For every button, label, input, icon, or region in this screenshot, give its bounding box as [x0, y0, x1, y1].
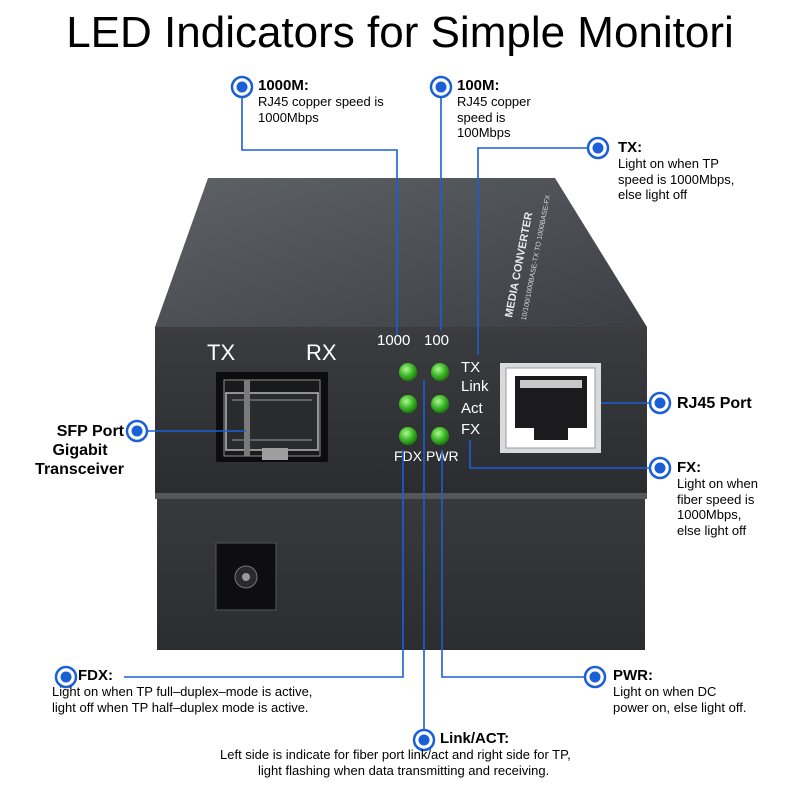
led-header-1000: 1000	[377, 332, 410, 349]
dc-power-jack	[215, 542, 277, 611]
sfp-port	[216, 372, 328, 462]
callout-100m-line: speed is	[457, 109, 506, 125]
callout-100m-line: RJ45 copper	[457, 94, 531, 109]
callout-fx-line: else light off	[677, 522, 747, 538]
led-group	[399, 363, 449, 445]
callout-100m: 100M: RJ45 copper speed is 100Mbps	[457, 78, 531, 141]
line-pwr	[441, 450, 590, 678]
callout-tx-head: TX:	[618, 139, 643, 156]
callout-sfp-line: SFP Port	[56, 423, 124, 440]
rj45-port	[500, 363, 601, 453]
led-100	[431, 363, 449, 381]
page-title: LED Indicators for Simple Monitori	[66, 8, 734, 57]
callout-pwr: PWR: Light on when DC power on, else lig…	[613, 668, 746, 715]
callout-linkact-head: Link/ACT:	[440, 730, 510, 747]
callout-linkact-line: light flashing when data transmitting an…	[258, 762, 550, 778]
led-pwr	[431, 427, 449, 445]
line-1000m	[241, 98, 398, 335]
bullet-pwr-icon	[583, 665, 607, 689]
led-fdx	[399, 427, 417, 445]
bullet-fdx-icon	[54, 665, 78, 689]
callout-pwr-head: PWR:	[613, 667, 653, 684]
callout-sfp: SFP Port Gigabit Transceiver	[16, 422, 124, 479]
callout-fdx-head: FDX:	[78, 667, 113, 684]
callout-100m-head: 100M:	[457, 77, 500, 94]
callout-sfp-line: Gigabit	[52, 442, 108, 459]
callout-rj45: RJ45 Port	[677, 394, 752, 413]
led-row-label-link: Link	[461, 378, 489, 395]
callout-sfp-line: Transceiver	[35, 461, 124, 478]
callout-rj45-head: RJ45 Port	[677, 395, 752, 412]
callout-fdx: FDX: Light on when TP full–duplex–mode i…	[52, 668, 312, 715]
callout-fx-line: fiber speed is	[677, 491, 755, 507]
callout-fx: FX: Light on when fiber speed is 1000Mbp…	[677, 460, 758, 538]
bullet-sfp-icon	[125, 419, 149, 443]
led-1000	[399, 363, 417, 381]
callout-pwr-line: power on, else light off.	[613, 699, 747, 715]
bullet-linkact-icon	[412, 728, 436, 752]
callout-fx-head: FX:	[677, 459, 702, 476]
callout-tx-line: else light off	[618, 187, 688, 202]
callout-100m-line: 100Mbps	[457, 125, 511, 140]
callout-tx-line: Light on when TP	[618, 156, 719, 171]
led-label-fdx: FDX	[394, 448, 423, 464]
callout-fdx-line: Light on when TP full–duplex–mode is act…	[52, 684, 313, 699]
callout-fx-line: 1000Mbps,	[677, 507, 742, 522]
callout-linkact-line: Left side is indicate for fiber port lin…	[220, 747, 571, 762]
bullet-1000m-icon	[230, 75, 254, 99]
line-fdx	[124, 450, 404, 678]
callout-1000m-line: 1000Mbps	[258, 109, 319, 125]
callout-fdx-line: light off when TP half–duplex mode is ac…	[52, 699, 309, 715]
callout-linkact: Link/ACT: Left side is indicate for fibe…	[190, 731, 690, 778]
sfp-rx-label: RX	[306, 340, 337, 365]
led-row-label-act: Act	[461, 400, 484, 417]
led-act-tp	[431, 395, 449, 413]
sfp-tx-label: TX	[207, 340, 235, 365]
bullet-100m-icon	[429, 75, 453, 99]
callout-fx-line: Light on when	[677, 476, 758, 491]
line-tx	[477, 147, 595, 355]
led-row-label-fx: FX	[461, 421, 480, 438]
line-fx	[469, 440, 660, 469]
callout-tx: TX: Light on when TP speed is 1000Mbps, …	[618, 140, 734, 203]
callout-bullets	[54, 75, 672, 752]
bullet-fx-icon	[648, 456, 672, 480]
led-header-100: 100	[424, 332, 449, 349]
bullet-rj45-icon	[648, 391, 672, 415]
led-link-fiber	[399, 395, 417, 413]
callout-1000m: 1000M: RJ45 copper speed is 1000Mbps	[258, 78, 384, 125]
callout-1000m-head: 1000M:	[258, 77, 309, 94]
device-top-face	[155, 178, 647, 327]
callout-1000m-line: RJ45 copper speed is	[258, 94, 384, 109]
callout-pwr-line: Light on when DC	[613, 684, 717, 699]
callout-tx-line: speed is 1000Mbps,	[618, 171, 735, 187]
bullet-tx-icon	[586, 136, 610, 160]
led-row-label-tx: TX	[461, 359, 480, 376]
